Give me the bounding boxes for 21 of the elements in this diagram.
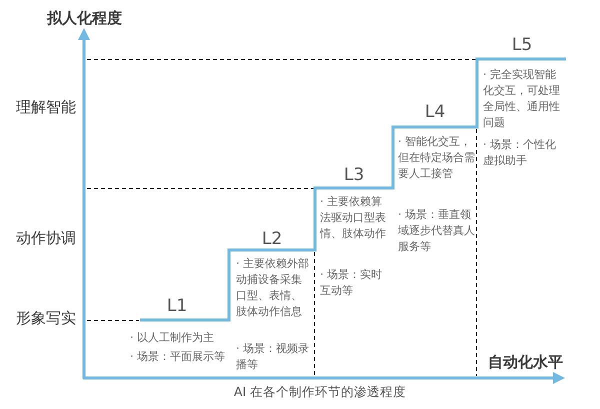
level-description: · 主要依赖外部动捕设备采集口型、表情、肢体动作信息 [236, 256, 310, 320]
axis-tick-label: 理解智能 [16, 97, 76, 117]
level-label: L1 [166, 296, 188, 316]
axis-title: 拟人化程度 [47, 8, 122, 28]
axis-tick-label: 动作协调 [16, 228, 76, 248]
axis-tick-label: 形象写实 [16, 308, 76, 328]
level-label: L4 [424, 102, 446, 122]
scenario-text: · 场景：视频录播等 [236, 341, 310, 373]
level-label: L2 [262, 229, 282, 249]
level-description: · 以人工制作为主 [130, 330, 215, 346]
level-description: · 智能化交互，但在特定场合需要人工接管 [398, 134, 475, 182]
level-description: · 主要依赖算法驱动口型表情、肢体动作 [320, 194, 387, 242]
axis-title: 自动化水平 [488, 352, 563, 372]
scenario-text: · 场景：个性化虚拟助手 [483, 137, 557, 169]
level-label: L5 [512, 35, 532, 55]
scenario-text: · 场景：垂直领域逐步代替真人服务等 [398, 207, 475, 255]
axis-caption: AI 在各个制作环节的渗透程度 [234, 384, 406, 400]
scenario-text: · 场景：实时互动等 [320, 267, 383, 299]
scenario-text: · 场景：平面展示等 [130, 349, 226, 365]
level-label: L3 [344, 165, 364, 185]
level-description: · 完全实现智能化交互，可处理全局性、通用性问题 [483, 67, 561, 131]
